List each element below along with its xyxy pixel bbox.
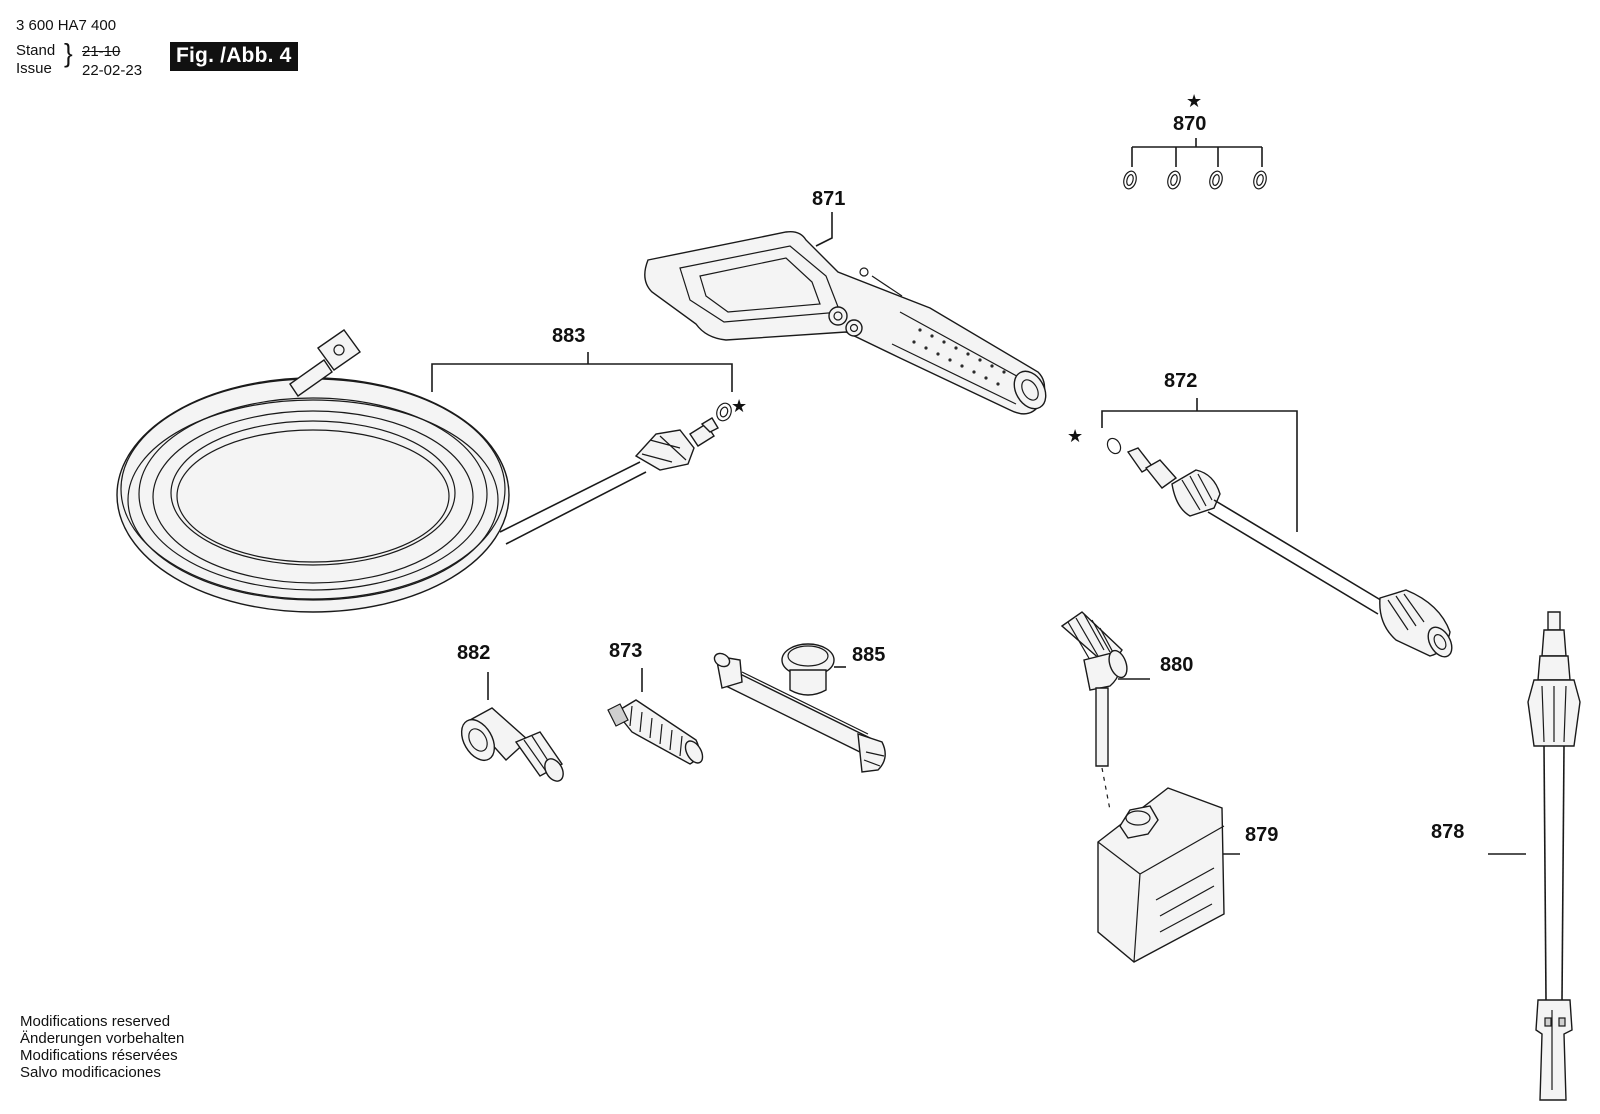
part-882-adapter xyxy=(460,672,564,782)
figure-label: Fig. /Abb. 4 xyxy=(170,42,298,71)
part-870-o-rings xyxy=(1123,138,1267,190)
part-879-detergent-tank xyxy=(1097,787,1240,963)
star-marker-872: ★ xyxy=(1067,426,1084,446)
part-880-suction-tube xyxy=(1060,611,1150,811)
star-marker-883: ★ xyxy=(731,396,748,416)
footer-line-de: Änderungen vorbehalten xyxy=(20,1030,185,1047)
part-label-870: 870 xyxy=(1173,113,1207,135)
footer-line-fr: Modifications réservées xyxy=(20,1047,178,1064)
part-871-trigger-gun xyxy=(644,212,1047,415)
part-label-872: 872 xyxy=(1164,370,1198,392)
issue-label: Issue xyxy=(16,60,52,77)
part-label-883: 883 xyxy=(552,325,586,347)
part-label-880: 880 xyxy=(1160,654,1194,676)
part-873-filter xyxy=(607,668,704,765)
part-label-878: 878 xyxy=(1431,821,1465,843)
part-label-882: 882 xyxy=(457,642,491,664)
star-marker-870: ★ xyxy=(1186,91,1203,111)
part-label-879: 879 xyxy=(1245,824,1279,846)
part-label-871: 871 xyxy=(812,188,846,210)
footer-line-es: Salvo modificaciones xyxy=(20,1064,161,1081)
footer-line-en: Modifications reserved xyxy=(20,1013,171,1030)
old-date: 21-10 xyxy=(82,43,121,60)
part-872-lance xyxy=(1101,398,1453,658)
part-878-extension-lance xyxy=(1488,611,1581,1101)
drawing-number: 3 600 HA7 400 xyxy=(16,17,117,34)
part-883-hose xyxy=(116,329,733,613)
part-label-873: 873 xyxy=(609,640,643,662)
new-date: 22-02-23 xyxy=(82,62,143,79)
brace-glyph: } xyxy=(64,38,73,68)
part-label-885: 885 xyxy=(852,644,886,666)
part-885-detergent-nozzle xyxy=(713,643,886,773)
stand-label: Stand xyxy=(16,42,56,59)
